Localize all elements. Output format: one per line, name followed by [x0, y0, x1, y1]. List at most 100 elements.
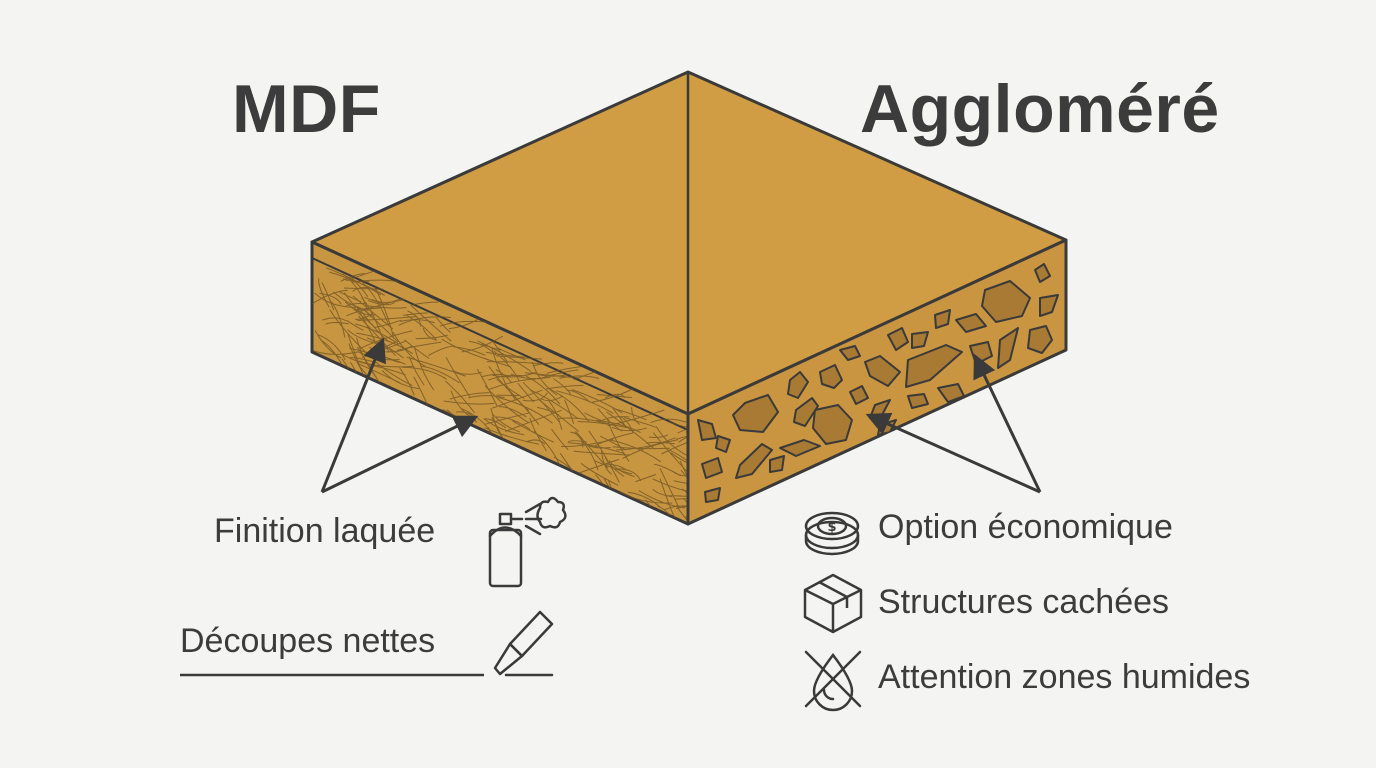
- label-hidden-structures: Structures cachées: [878, 583, 1170, 621]
- mdf-fiber: [522, 381, 560, 423]
- mdf-fiber: [546, 366, 582, 374]
- mdf-fiber: [604, 393, 626, 399]
- mdf-fiber: [548, 400, 563, 430]
- chip: [812, 404, 853, 445]
- mdf-fiber: [461, 335, 504, 353]
- mdf-fiber: [354, 312, 373, 320]
- mdf-fiber: [654, 463, 681, 477]
- mdf-fiber: [498, 397, 553, 424]
- mdf-fiber: [612, 446, 670, 450]
- mdf-fiber: [558, 417, 616, 427]
- mdf-fiber: [655, 426, 688, 460]
- svg-text:$: $: [827, 520, 836, 535]
- mdf-fiber: [420, 365, 460, 384]
- mdf-fiber: [397, 341, 442, 351]
- mdf-fiber: [611, 426, 647, 432]
- chip: [1027, 325, 1053, 354]
- mdf-fiber: [402, 366, 447, 380]
- mdf-fiber: [592, 432, 634, 448]
- mdf-fiber: [661, 432, 688, 455]
- mdf-fiber: [512, 420, 555, 443]
- mdf-fiber: [358, 360, 415, 368]
- mdf-fiber: [325, 267, 382, 296]
- mdf-fiber: [319, 292, 342, 305]
- mdf-fiber: [682, 488, 688, 523]
- arrow-to-mdf-core: [320, 337, 387, 493]
- mdf-fiber: [488, 374, 523, 381]
- mdf-fiber: [551, 428, 569, 451]
- chip: [704, 487, 721, 503]
- mdf-fiber: [392, 331, 427, 368]
- mdf-fiber: [452, 369, 483, 375]
- mdf-fiber: [606, 411, 656, 450]
- mdf-fiber: [409, 356, 425, 386]
- mdf-fiber: [428, 345, 455, 357]
- mdf-fiber: [678, 433, 688, 443]
- chip: [1039, 294, 1059, 317]
- chip: [937, 383, 965, 403]
- mdf-fiber: [607, 409, 665, 427]
- mdf-fiber-texture: [312, 262, 688, 524]
- mdf-fiber: [318, 278, 330, 308]
- mdf-fiber: [405, 314, 437, 340]
- mdf-fiber: [484, 412, 531, 425]
- mdf-fiber: [677, 418, 688, 434]
- mdf-fiber: [495, 416, 531, 430]
- mdf-fiber: [537, 369, 579, 380]
- mdf-fiber: [567, 442, 625, 455]
- mdf-fiber: [652, 478, 688, 496]
- mdf-fiber: [331, 301, 346, 338]
- mdf-fiber: [676, 504, 688, 521]
- mdf-fiber: [343, 287, 384, 290]
- mdf-fiber: [580, 462, 619, 486]
- mdf-fiber: [352, 295, 394, 330]
- craft-knife-icon: [493, 610, 554, 677]
- mdf-fiber: [615, 468, 642, 482]
- mdf-fiber: [522, 392, 548, 402]
- mdf-fiber: [398, 316, 451, 326]
- mdf-fiber: [668, 449, 688, 487]
- mdf-fiber: [468, 395, 505, 399]
- chip: [907, 393, 929, 409]
- mdf-fiber: [410, 304, 452, 342]
- mdf-fiber: [680, 469, 688, 487]
- mdf-fiber: [383, 345, 413, 353]
- mdf-fiber: [614, 408, 647, 421]
- mdf-fiber: [325, 322, 349, 325]
- mdf-fiber: [399, 367, 415, 396]
- mdf-top-layer-line: [311, 257, 689, 431]
- mdf-fiber: [329, 309, 365, 352]
- chip: [934, 309, 951, 329]
- mdf-fiber: [574, 431, 599, 471]
- mdf-fiber: [485, 351, 525, 358]
- chip: [839, 345, 861, 361]
- mdf-fiber: [616, 437, 676, 451]
- mdf-fiber: [498, 406, 527, 418]
- mdf-fiber: [652, 432, 688, 478]
- mdf-fiber: [556, 390, 614, 414]
- mdf-fiber: [356, 307, 376, 341]
- chip: [701, 457, 723, 479]
- mdf-fiber: [483, 418, 525, 436]
- mdf-fiber: [493, 350, 520, 381]
- mdf-fiber: [627, 491, 661, 508]
- mdf-fiber: [675, 505, 688, 509]
- mdf-fiber: [676, 434, 688, 440]
- mdf-fiber: [577, 421, 628, 429]
- mdf-pointer-arrows: [320, 337, 479, 494]
- chip: [911, 331, 929, 349]
- mdf-fiber: [564, 399, 575, 424]
- mdf-fiber: [652, 488, 673, 498]
- mdf-fiber: [548, 388, 590, 422]
- chipboard-side-face: [686, 238, 1068, 526]
- mdf-fiber: [422, 327, 437, 341]
- mdf-fiber: [445, 380, 475, 414]
- mdf-fiber: [374, 286, 395, 339]
- mdf-fiber: [525, 375, 561, 405]
- mdf-fiber: [596, 419, 641, 434]
- mdf-title: MDF: [232, 71, 381, 147]
- mdf-fiber: [492, 341, 509, 363]
- chip: [905, 344, 963, 388]
- mdf-fiber: [510, 373, 551, 380]
